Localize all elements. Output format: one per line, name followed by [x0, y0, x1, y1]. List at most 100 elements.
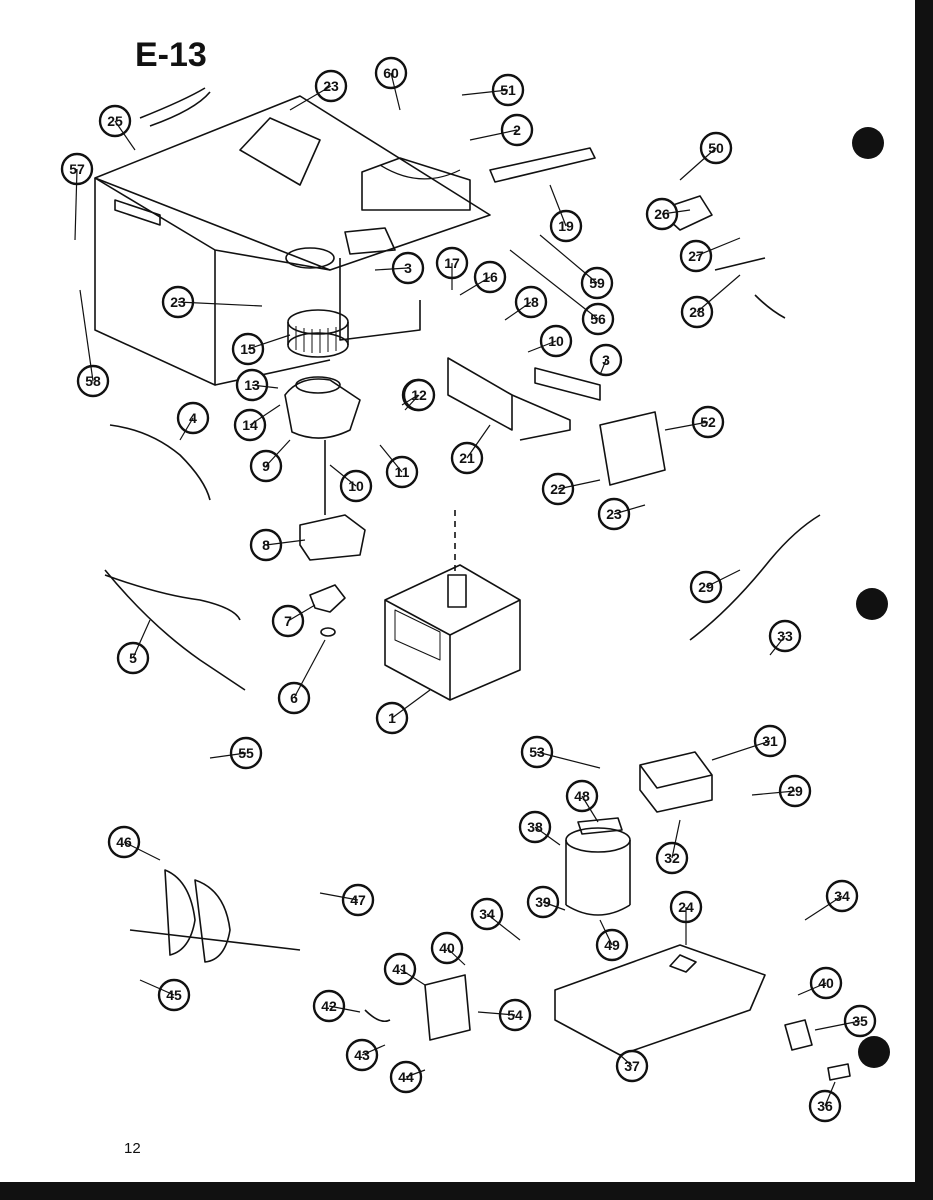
leader-line: [379, 444, 403, 473]
hole-punch-mark: [852, 127, 884, 159]
leader-line: [114, 120, 136, 151]
leader-line: [399, 968, 426, 986]
leader-line: [319, 892, 359, 901]
callout-label: 56: [590, 311, 606, 327]
leader-line: [661, 209, 691, 215]
leader-line: [391, 689, 431, 719]
leader-line: [123, 841, 161, 861]
wire-harnesses: [104, 424, 821, 691]
page-number: 12: [124, 1140, 141, 1157]
leader-line: [329, 464, 357, 487]
callout-label: 2: [513, 122, 521, 138]
leader-line: [249, 404, 281, 426]
callout-bubbles: 1233456789101010111213141516171819212223…: [60, 56, 877, 1123]
leader-line: [289, 85, 332, 111]
callout-label: 3: [404, 260, 412, 276]
hole-punch-mark: [856, 588, 888, 620]
leader-line: [539, 234, 598, 284]
scan-border-right: [915, 0, 933, 1200]
leader-line: [509, 249, 599, 320]
callout-label: 54: [507, 1007, 523, 1023]
hole-punch-mark: [858, 1036, 890, 1068]
callout-label: 45: [166, 987, 182, 1003]
mounting-brackets: [447, 147, 786, 486]
leader-line: [695, 237, 741, 257]
leader-line: [251, 384, 279, 389]
callout-56: 56: [581, 302, 615, 336]
leader-line: [401, 394, 419, 406]
callout-label: 49: [604, 937, 620, 953]
callout-label: 10: [348, 478, 364, 494]
callout-label: 58: [85, 373, 101, 389]
callout-label: 10: [548, 333, 564, 349]
leader-line: [711, 740, 771, 761]
callout-label: 16: [482, 269, 498, 285]
leader-line: [209, 752, 247, 759]
leader-line: [132, 619, 151, 659]
parts-drawing: [94, 87, 851, 1081]
leader-line: [814, 1020, 861, 1031]
leader-line: [664, 421, 709, 431]
callout-label: 23: [323, 78, 339, 94]
callout-label: 33: [777, 628, 793, 644]
callout-3: 3: [391, 251, 425, 285]
leader-line: [751, 790, 796, 796]
transformer: [639, 751, 713, 813]
leader-line: [671, 819, 681, 859]
callout-label: 18: [523, 294, 539, 310]
base-plate: [554, 944, 851, 1081]
leader-lines: [74, 72, 861, 1107]
leader-line: [599, 919, 613, 946]
callout-label: 31: [762, 733, 778, 749]
leader-line: [265, 439, 291, 467]
leader-line: [247, 334, 291, 350]
leader-line: [705, 569, 741, 588]
leader-line: [542, 901, 566, 911]
leader-line: [769, 635, 786, 656]
leader-line: [549, 184, 567, 227]
magnetron: [384, 510, 521, 701]
leader-line: [79, 289, 94, 382]
leader-line: [599, 359, 607, 376]
leader-line: [361, 1044, 386, 1056]
leader-line: [613, 504, 646, 515]
leader-line: [824, 1081, 836, 1107]
leader-line: [679, 147, 717, 181]
leader-line: [446, 947, 466, 966]
callout-label: 34: [834, 888, 850, 904]
leader-line: [536, 751, 601, 769]
leader-line: [287, 604, 316, 622]
leader-line: [527, 340, 557, 353]
callout-label: 40: [818, 975, 834, 991]
callout-label: 55: [238, 745, 254, 761]
callout-label: 59: [589, 275, 605, 291]
leader-line: [179, 417, 194, 441]
callout-label: 29: [787, 783, 803, 799]
leader-line: [459, 276, 491, 296]
callout-label: 47: [350, 892, 366, 908]
leader-line: [477, 1011, 516, 1016]
leader-line: [74, 168, 78, 241]
scan-border-bottom: [0, 1182, 933, 1200]
leader-line: [557, 479, 601, 490]
callout-label: 3: [602, 352, 610, 368]
leader-line: [466, 424, 491, 459]
leader-line: [293, 639, 326, 699]
leader-line: [797, 982, 827, 996]
callout-label: 19: [558, 218, 574, 234]
callout-31: 31: [753, 724, 787, 758]
leader-line: [265, 539, 306, 546]
fan-housing: [284, 376, 366, 637]
leader-line: [696, 274, 741, 313]
leader-line: [804, 895, 843, 921]
leader-line: [534, 826, 561, 846]
capacitor: [565, 817, 631, 916]
callout-label: 35: [852, 1013, 868, 1029]
leader-line: [328, 1005, 361, 1013]
exploded-view-drawing: 1233456789101010111213141516171819212223…: [60, 56, 877, 1123]
callout-60: 60: [374, 56, 408, 90]
leader-line: [469, 129, 518, 141]
callout-label: 57: [69, 161, 85, 177]
switch-bracket: [364, 974, 471, 1041]
